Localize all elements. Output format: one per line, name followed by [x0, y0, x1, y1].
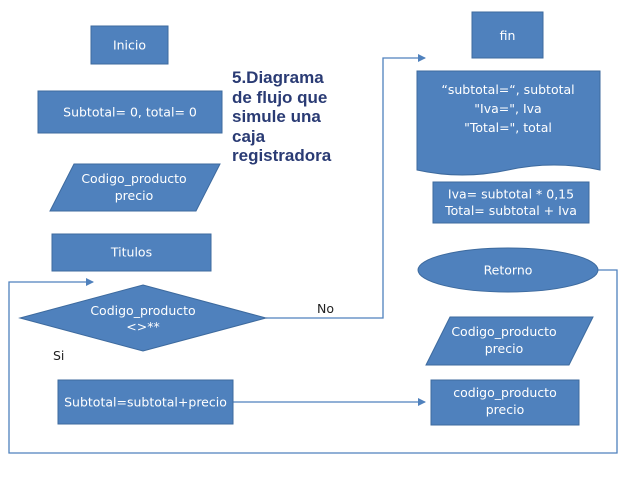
product-output-line-1: codigo_producto: [453, 385, 557, 400]
start-label: Inicio: [113, 38, 146, 53]
decision-line-1: Codigo_producto: [90, 303, 195, 318]
calc-line-1: Iva= subtotal * 0,15: [448, 187, 574, 202]
decision-line-2: <>**: [126, 319, 159, 334]
product-input-1-line-2: precio: [115, 188, 153, 203]
titles-process: Titulos: [51, 233, 212, 272]
product-input-2: Codigo_producto precio: [425, 316, 594, 366]
start-node: Inicio: [90, 25, 169, 65]
edge-no-to-print: [266, 54, 426, 319]
product-input-2-line-2: precio: [485, 341, 523, 356]
print-line-1: “subtotal=“, subtotal: [441, 82, 574, 97]
end-label: fin: [500, 28, 516, 43]
yes-label: Si: [53, 348, 64, 363]
product-input-2-line-1: Codigo_producto: [451, 324, 556, 339]
return-label: Retorno: [484, 263, 533, 278]
product-output-line-2: precio: [486, 402, 524, 417]
decision-node: Codigo_producto <>**: [18, 284, 268, 352]
init-totals-label: Subtotal= 0, total= 0: [63, 105, 197, 120]
product-output-process: codigo_producto precio: [430, 379, 580, 426]
product-input-1-line-1: Codigo_producto: [81, 171, 186, 186]
edge-loop-back: [8, 269, 618, 454]
return-node: Retorno: [417, 247, 599, 293]
print-line-2: "Iva=", Iva: [474, 101, 541, 116]
print-line-3: "Total=", total: [464, 120, 552, 135]
no-label: No: [317, 301, 334, 316]
end-node: fin: [471, 11, 544, 59]
diagram-title: 5.Diagrama de flujo que simule una caja …: [232, 68, 332, 165]
accumulate-process: Subtotal=subtotal+precio: [57, 379, 234, 425]
calc-line-2: Total= subtotal + Iva: [444, 203, 577, 218]
calc-process: Iva= subtotal * 0,15 Total= subtotal + I…: [432, 181, 590, 224]
product-input-1: Codigo_producto precio: [49, 163, 221, 212]
init-totals-process: Subtotal= 0, total= 0: [37, 90, 223, 134]
accumulate-label: Subtotal=subtotal+precio: [64, 395, 227, 410]
connectors: [8, 54, 618, 454]
print-document: “subtotal=“, subtotal "Iva=", Iva "Total…: [416, 70, 601, 176]
titles-label: Titulos: [110, 245, 152, 260]
